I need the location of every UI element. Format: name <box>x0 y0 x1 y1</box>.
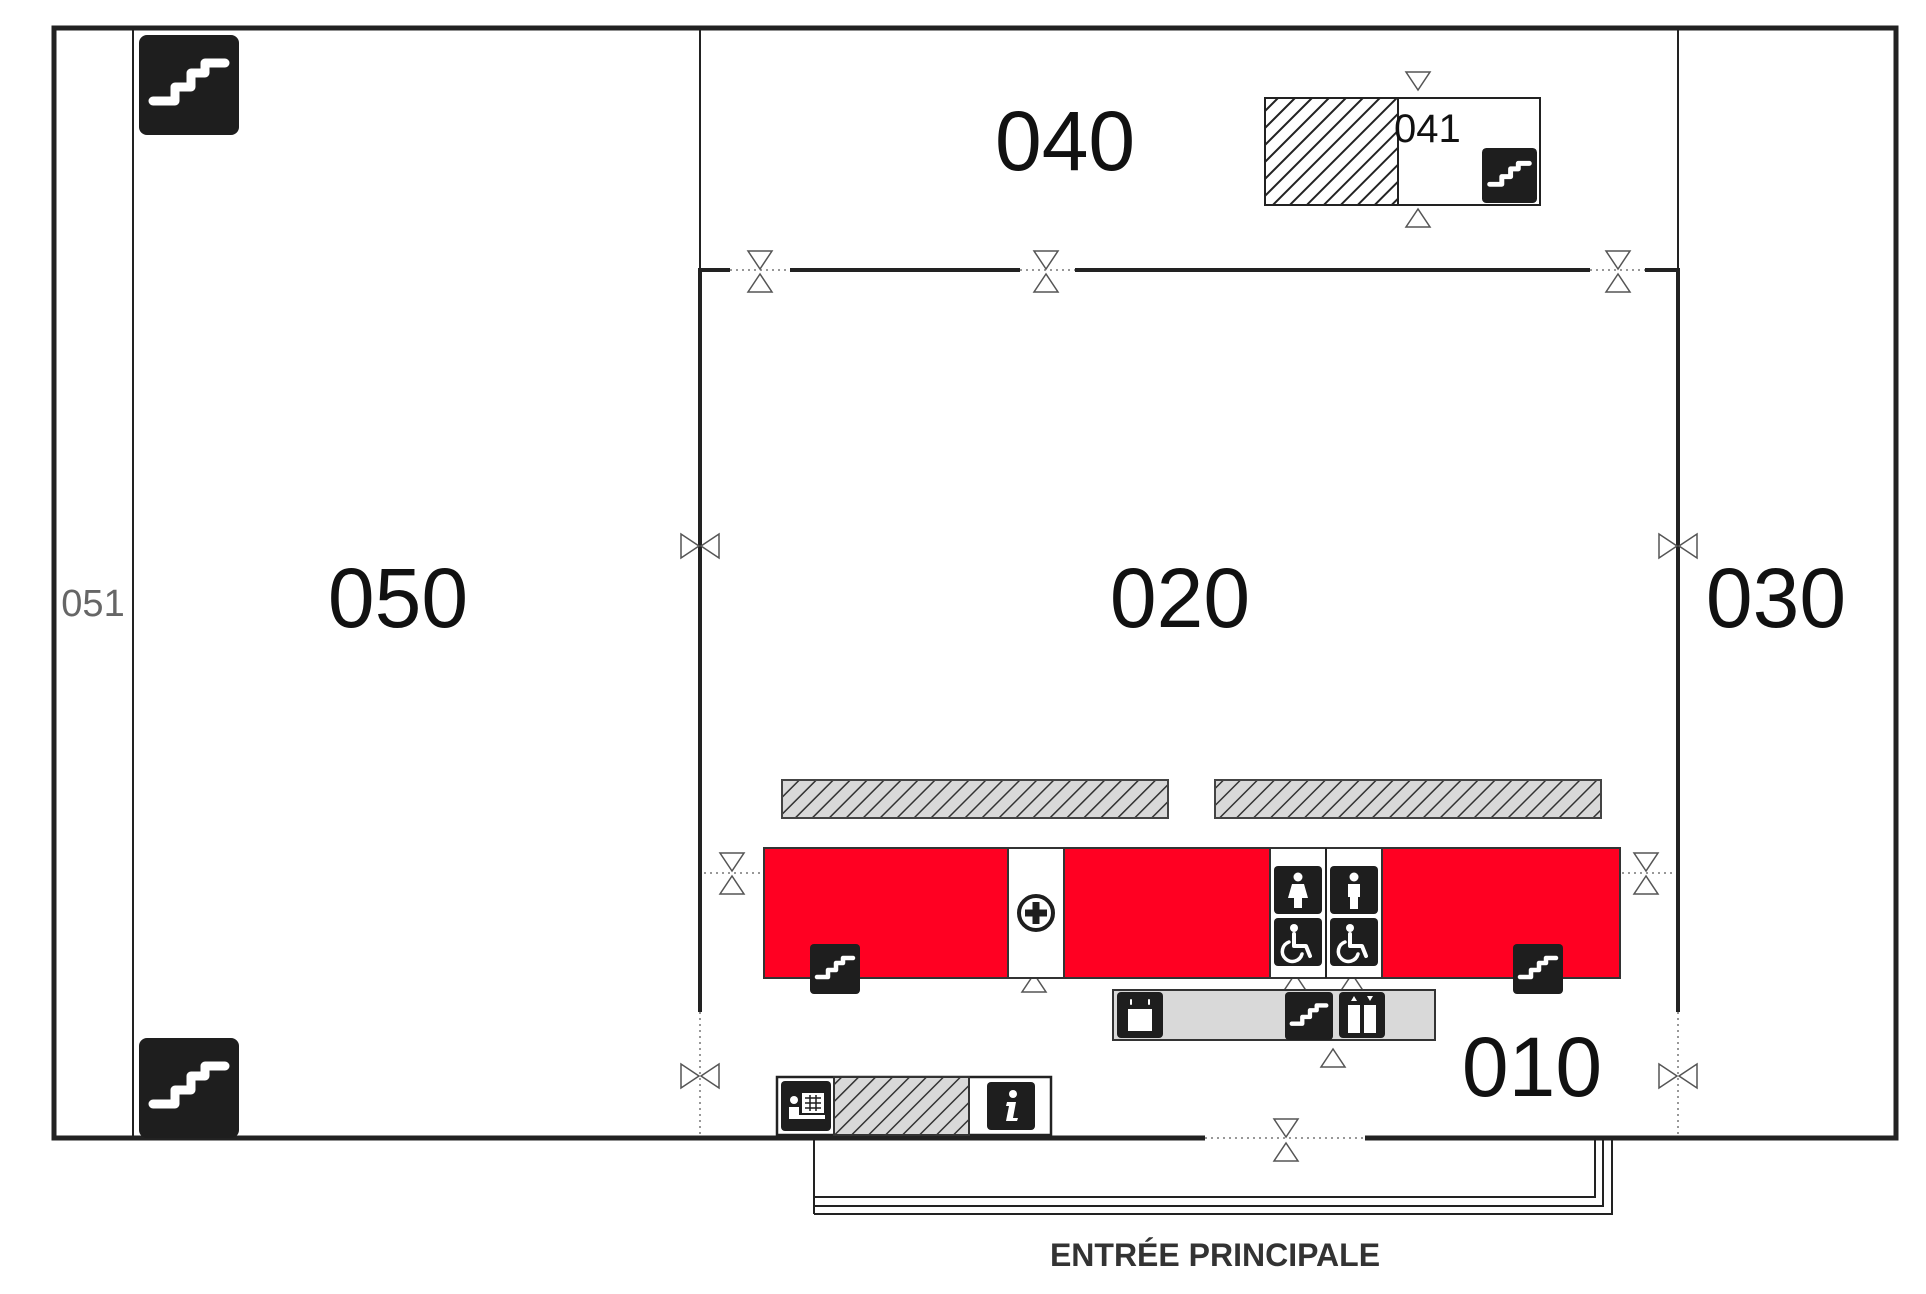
wheelchair-icon <box>1330 918 1378 966</box>
entrance-canopy <box>813 1138 1613 1215</box>
stairs-icon <box>1285 992 1333 1040</box>
counter-right <box>1214 779 1602 819</box>
stairs-icon <box>1482 148 1537 203</box>
stairs-icon <box>139 1038 239 1138</box>
stairs-icon <box>1513 944 1563 994</box>
entrance-label: ENTRÉE PRINCIPALE <box>1050 1237 1380 1273</box>
room-label-020: 020 <box>1110 551 1250 645</box>
shop-icon <box>1117 992 1163 1038</box>
toilet-women-icon <box>1274 866 1322 914</box>
room-label-010: 010 <box>1462 1020 1602 1114</box>
info-desk-hatched <box>833 1076 970 1136</box>
first-aid-icon <box>1017 894 1055 932</box>
room-label-030: 030 <box>1706 551 1846 645</box>
room-label-051: 051 <box>61 583 124 625</box>
stairs-icon <box>139 35 239 135</box>
stairs-icon <box>810 944 860 994</box>
room-label-041: 041 <box>1394 107 1461 151</box>
room-041-hatched <box>1264 97 1399 206</box>
room-label-040: 040 <box>995 94 1135 188</box>
ticket-desk-icon <box>781 1081 831 1131</box>
room-label-050: 050 <box>328 551 468 645</box>
info-icon <box>987 1082 1035 1130</box>
elevator-icon <box>1339 992 1385 1038</box>
wheelchair-icon <box>1274 918 1322 966</box>
highlight-zone <box>763 847 1621 979</box>
toilet-men-icon <box>1330 866 1378 914</box>
building-outline <box>51 25 1899 1141</box>
counter-left <box>781 779 1169 819</box>
